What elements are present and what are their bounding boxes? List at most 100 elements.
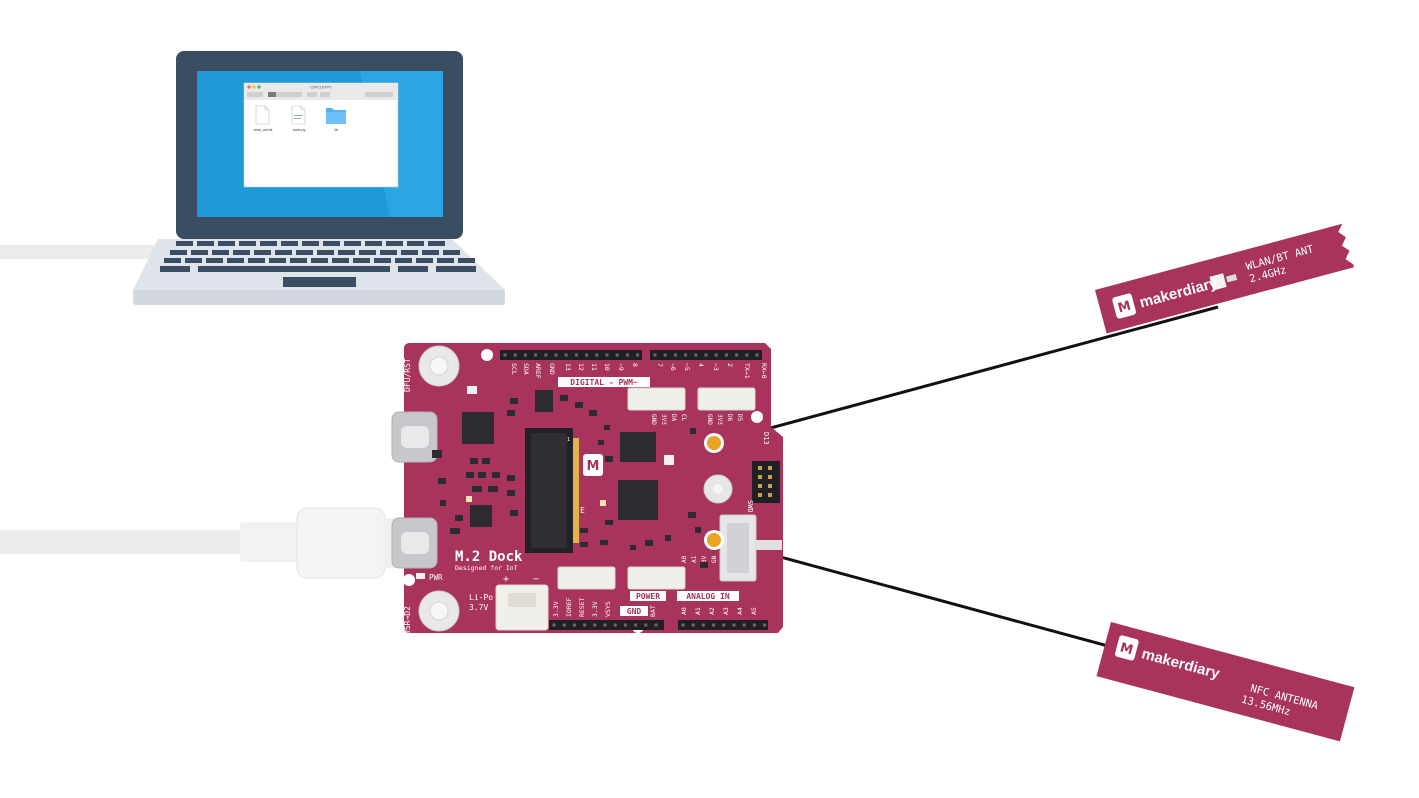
keyboard-key[interactable] (185, 258, 202, 263)
chip (535, 390, 553, 412)
swd-pin (768, 475, 772, 479)
smd-component (450, 528, 460, 534)
battery-minus: − (533, 574, 539, 585)
swd-pin (758, 466, 762, 470)
keyboard-key[interactable] (332, 258, 349, 263)
keyboard-key[interactable] (365, 241, 382, 246)
grove-pin-label: 3V3 (716, 414, 723, 425)
keyboard-key[interactable] (160, 266, 190, 272)
header-pin (595, 353, 599, 357)
grove-connector-bottom-left[interactable] (557, 566, 616, 590)
keyboard-key[interactable] (317, 250, 334, 255)
usr-d2-button[interactable] (418, 590, 460, 632)
window-minimize-button[interactable] (252, 85, 256, 89)
keyboard-key[interactable] (239, 241, 256, 246)
svg-text:M: M (1116, 299, 1132, 317)
keyboard-key[interactable] (443, 250, 460, 255)
chip (618, 480, 658, 520)
keyboard-key[interactable] (380, 250, 397, 255)
trackpad[interactable] (283, 277, 356, 287)
usr-d2-label: USR→D2 (403, 606, 412, 635)
keyboard-key[interactable] (386, 241, 403, 246)
keyboard-key[interactable] (248, 258, 265, 263)
keyboard-key[interactable] (323, 241, 340, 246)
action-button[interactable] (320, 92, 330, 97)
keyboard-key[interactable] (227, 258, 244, 263)
grove-connector-bottom-right[interactable] (627, 566, 686, 590)
spacebar-key[interactable] (198, 266, 390, 272)
smd-component (700, 562, 708, 568)
keyboard-key[interactable] (218, 241, 235, 246)
view-mode-buttons[interactable] (268, 92, 302, 97)
keyboard-key[interactable] (344, 241, 361, 246)
dfu-rst-button[interactable] (418, 345, 460, 387)
battery-connector[interactable] (495, 584, 549, 631)
pin-label: 8 (631, 363, 639, 367)
python-file-icon[interactable] (291, 105, 306, 125)
keyboard-key[interactable] (437, 258, 454, 263)
pin-label: 3.3V (552, 601, 560, 617)
arrange-button[interactable] (307, 92, 317, 97)
keyboard-key[interactable] (359, 250, 376, 255)
keyboard-key[interactable] (191, 250, 208, 255)
back-forward-buttons[interactable] (247, 92, 263, 97)
keyboard-key[interactable] (311, 258, 328, 263)
keyboard-key[interactable] (269, 258, 286, 263)
keyboard-key[interactable] (302, 241, 319, 246)
header-pin (691, 623, 695, 627)
keyboard-key[interactable] (422, 250, 439, 255)
smd-component (664, 455, 674, 465)
keyboard-key[interactable] (275, 250, 292, 255)
keyboard-key[interactable] (176, 241, 193, 246)
header-pin (623, 623, 627, 627)
header-pin (562, 623, 566, 627)
usb-c-port-bottom[interactable] (391, 517, 438, 569)
top-header-left[interactable] (500, 350, 642, 360)
keyboard-key[interactable] (436, 266, 476, 272)
keyboard-key[interactable] (197, 241, 214, 246)
keyboard-key[interactable] (290, 258, 307, 263)
keyboard-key[interactable] (416, 258, 433, 263)
keyboard-key[interactable] (260, 241, 277, 246)
keyboard-key[interactable] (170, 250, 187, 255)
pin-label: SCL (510, 363, 518, 375)
reset-knob[interactable] (703, 474, 733, 504)
folder-icon[interactable] (326, 108, 346, 124)
search-field[interactable] (365, 92, 393, 97)
keyboard-key[interactable] (395, 258, 412, 263)
header-pin (583, 623, 587, 627)
keyboard-key[interactable] (296, 250, 313, 255)
keyboard-key[interactable] (212, 250, 229, 255)
window-zoom-button[interactable] (257, 85, 261, 89)
header-pin (735, 353, 739, 357)
chip (470, 505, 492, 527)
keyboard-key[interactable] (353, 258, 370, 263)
ufl-connector-nfc (704, 530, 724, 550)
grove-connector-top-right[interactable] (697, 387, 756, 411)
keyboard-key[interactable] (254, 250, 271, 255)
header-pin (755, 353, 759, 357)
keyboard-key[interactable] (398, 266, 428, 272)
keyboard-key[interactable] (458, 258, 475, 263)
keyboard-key[interactable] (281, 241, 298, 246)
swd-header[interactable] (752, 461, 780, 503)
swd-pin (768, 484, 772, 488)
header-pin (654, 623, 658, 627)
usb-c-port-top[interactable] (391, 411, 438, 463)
keyboard-key[interactable] (428, 241, 445, 246)
grove-connector-top-left[interactable] (627, 387, 686, 411)
smd-component (470, 458, 478, 464)
keyboard-key[interactable] (164, 258, 181, 263)
smd-component (432, 450, 442, 458)
keyboard-key[interactable] (338, 250, 355, 255)
keyboard-key[interactable] (374, 258, 391, 263)
grove-pin-label: D5 (736, 414, 743, 422)
smd-component (472, 486, 482, 492)
keyboard-key[interactable] (206, 258, 223, 263)
keyboard-key[interactable] (401, 250, 418, 255)
keyboard-key[interactable] (407, 241, 424, 246)
keyboard-key[interactable] (233, 250, 250, 255)
document-icon[interactable] (255, 105, 270, 125)
header-pin (752, 623, 756, 627)
window-close-button[interactable] (247, 85, 251, 89)
